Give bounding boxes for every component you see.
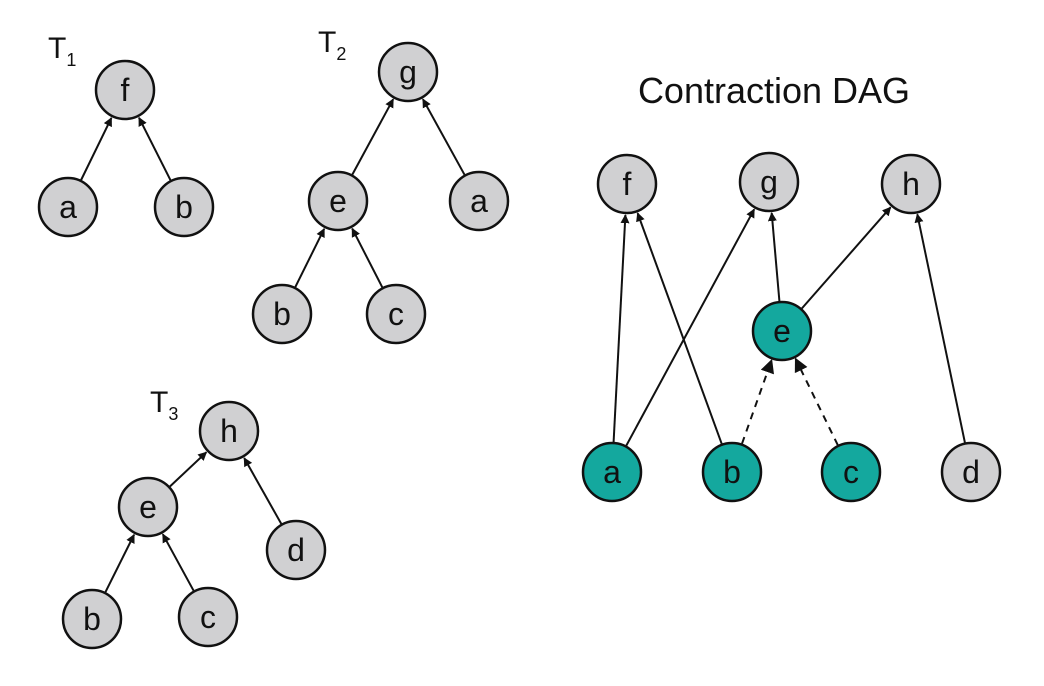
tree-t3-node-d: d (265, 519, 327, 581)
tree-t3-nodes: h e d b c (61, 400, 327, 650)
dag-node-h-circle (880, 153, 942, 215)
dag-node-g-circle (738, 151, 800, 213)
tree-t3-node-h-label: h (220, 413, 238, 449)
dag-node-g: g (738, 151, 800, 213)
tree-t2-node-c: c (365, 283, 427, 345)
tree-t2-node-g-circle (377, 41, 439, 103)
dag-node-f-circle (596, 153, 658, 215)
tree-t3: T3 h e d b c (61, 386, 327, 650)
tree-t3-node-e-circle (117, 476, 179, 538)
tree-t2-node-e-circle (307, 170, 369, 232)
tree-t1-edge-b-to-f (138, 116, 172, 181)
tree-t2-edge-b-to-e (294, 227, 326, 288)
dag-node-e-label: e (773, 313, 791, 349)
dag-node-d-circle (940, 441, 1002, 503)
tree-t2-edges (294, 98, 466, 288)
tree-t3-node-b-circle (61, 588, 123, 650)
dag-edge-a-to-f (612, 214, 630, 443)
tree-t1-node-a-label: a (59, 189, 77, 225)
dag-node-b-circle (701, 441, 763, 503)
dag-node-f-label: f (623, 166, 632, 202)
tree-t1-node-f-label: f (121, 72, 130, 108)
tree-t3-node-c-circle (177, 586, 239, 648)
tree-t1-node-b-label: b (175, 189, 193, 225)
tree-t2-node-b-circle (251, 283, 313, 345)
tree-t2-node-a-label: a (470, 183, 488, 219)
dag-node-h-label: h (902, 166, 920, 202)
tree-t3-node-b-label: b (83, 601, 101, 637)
dag-node-c-circle (820, 441, 882, 503)
tree-t3-edge-d-to-h (243, 457, 283, 525)
tree-t2-node-g: g (377, 41, 439, 103)
tree-t2-node-g-label: g (399, 54, 417, 90)
tree-t1-node-a-circle (37, 176, 99, 238)
tree-t3-node-e-label: e (139, 489, 157, 525)
tree-t2-node-a-circle (448, 170, 510, 232)
dag-node-f: f (596, 153, 658, 215)
tree-t2-node-b-label: b (273, 296, 291, 332)
dag-edge-b-to-e-dashed (741, 358, 774, 445)
tree-t1-label: T1 (48, 32, 76, 70)
tree-t3-node-c: c (177, 586, 239, 648)
tree-t1-node-f-circle (94, 59, 156, 121)
tree-t2-node-e-label: e (329, 183, 347, 219)
tree-t2-node-b: b (251, 283, 313, 345)
dag-node-b-label: b (723, 454, 741, 490)
tree-t3-edge-c-to-e (161, 533, 195, 592)
tree-t1-node-a: a (37, 176, 99, 238)
tree-t2-edge-e-to-g (351, 98, 395, 176)
tree-t2-label: T2 (318, 26, 346, 64)
tree-t2-node-c-label: c (388, 296, 404, 332)
dag-node-a-circle (581, 441, 643, 503)
tree-t1-edges (80, 116, 172, 181)
tree-t3-node-h-circle (198, 400, 260, 462)
tree-t3-node-h: h (198, 400, 260, 462)
dag-node-e-circle (751, 300, 813, 362)
dag-node-h: h (880, 153, 942, 215)
tree-t1-node-f: f (94, 59, 156, 121)
tree-t2: T2 g e a b c (251, 26, 510, 345)
tree-t3-node-b: b (61, 588, 123, 650)
tree-t3-edge-e-to-h (169, 451, 208, 488)
dag-edge-d-to-h (914, 213, 966, 443)
tree-t1-node-b: b (153, 176, 215, 238)
dag-edge-e-to-g (767, 212, 781, 302)
dag-title: Contraction DAG (638, 70, 910, 111)
dag-node-g-label: g (760, 164, 778, 200)
dag-edge-b-to-f (636, 212, 723, 445)
dag-edge-c-to-e-dashed (794, 357, 839, 446)
dag-edge-a-to-g (625, 208, 756, 447)
tree-t3-edge-b-to-e (104, 533, 135, 593)
dag-node-d-label: d (962, 454, 980, 490)
tree-t3-label: T3 (150, 386, 178, 424)
dag-nodes: f g h e a b c d (581, 151, 1002, 503)
dag-edge-e-to-h (801, 206, 892, 310)
dag-node-b: b (701, 441, 763, 503)
dag-node-a-label: a (603, 454, 621, 490)
tree-t3-node-d-circle (265, 519, 327, 581)
tree-t3-node-d-label: d (287, 532, 305, 568)
tree-t2-node-a: a (448, 170, 510, 232)
tree-t3-node-e: e (117, 476, 179, 538)
tree-t2-edge-c-to-e (351, 227, 384, 288)
dag-edges (612, 206, 966, 447)
dag-node-a: a (581, 441, 643, 503)
tree-t3-node-c-label: c (200, 599, 216, 635)
contraction-dag: Contraction DAG f g h e a b c d (581, 70, 1002, 503)
dag-node-c-label: c (843, 454, 859, 490)
dag-node-d: d (940, 441, 1002, 503)
tree-t2-node-e: e (307, 170, 369, 232)
dag-node-c: c (820, 441, 882, 503)
dag-node-e: e (751, 300, 813, 362)
tree-t2-edge-a-to-g (422, 98, 466, 176)
tree-t2-nodes: g e a b c (251, 41, 510, 345)
tree-t1-edge-a-to-f (80, 117, 113, 181)
tree-t1-nodes: f a b (37, 59, 215, 238)
tree-t3-edges (104, 451, 283, 593)
tree-t2-node-c-circle (365, 283, 427, 345)
tree-t1-node-b-circle (153, 176, 215, 238)
tree-t1: T1 f a b (37, 32, 215, 238)
